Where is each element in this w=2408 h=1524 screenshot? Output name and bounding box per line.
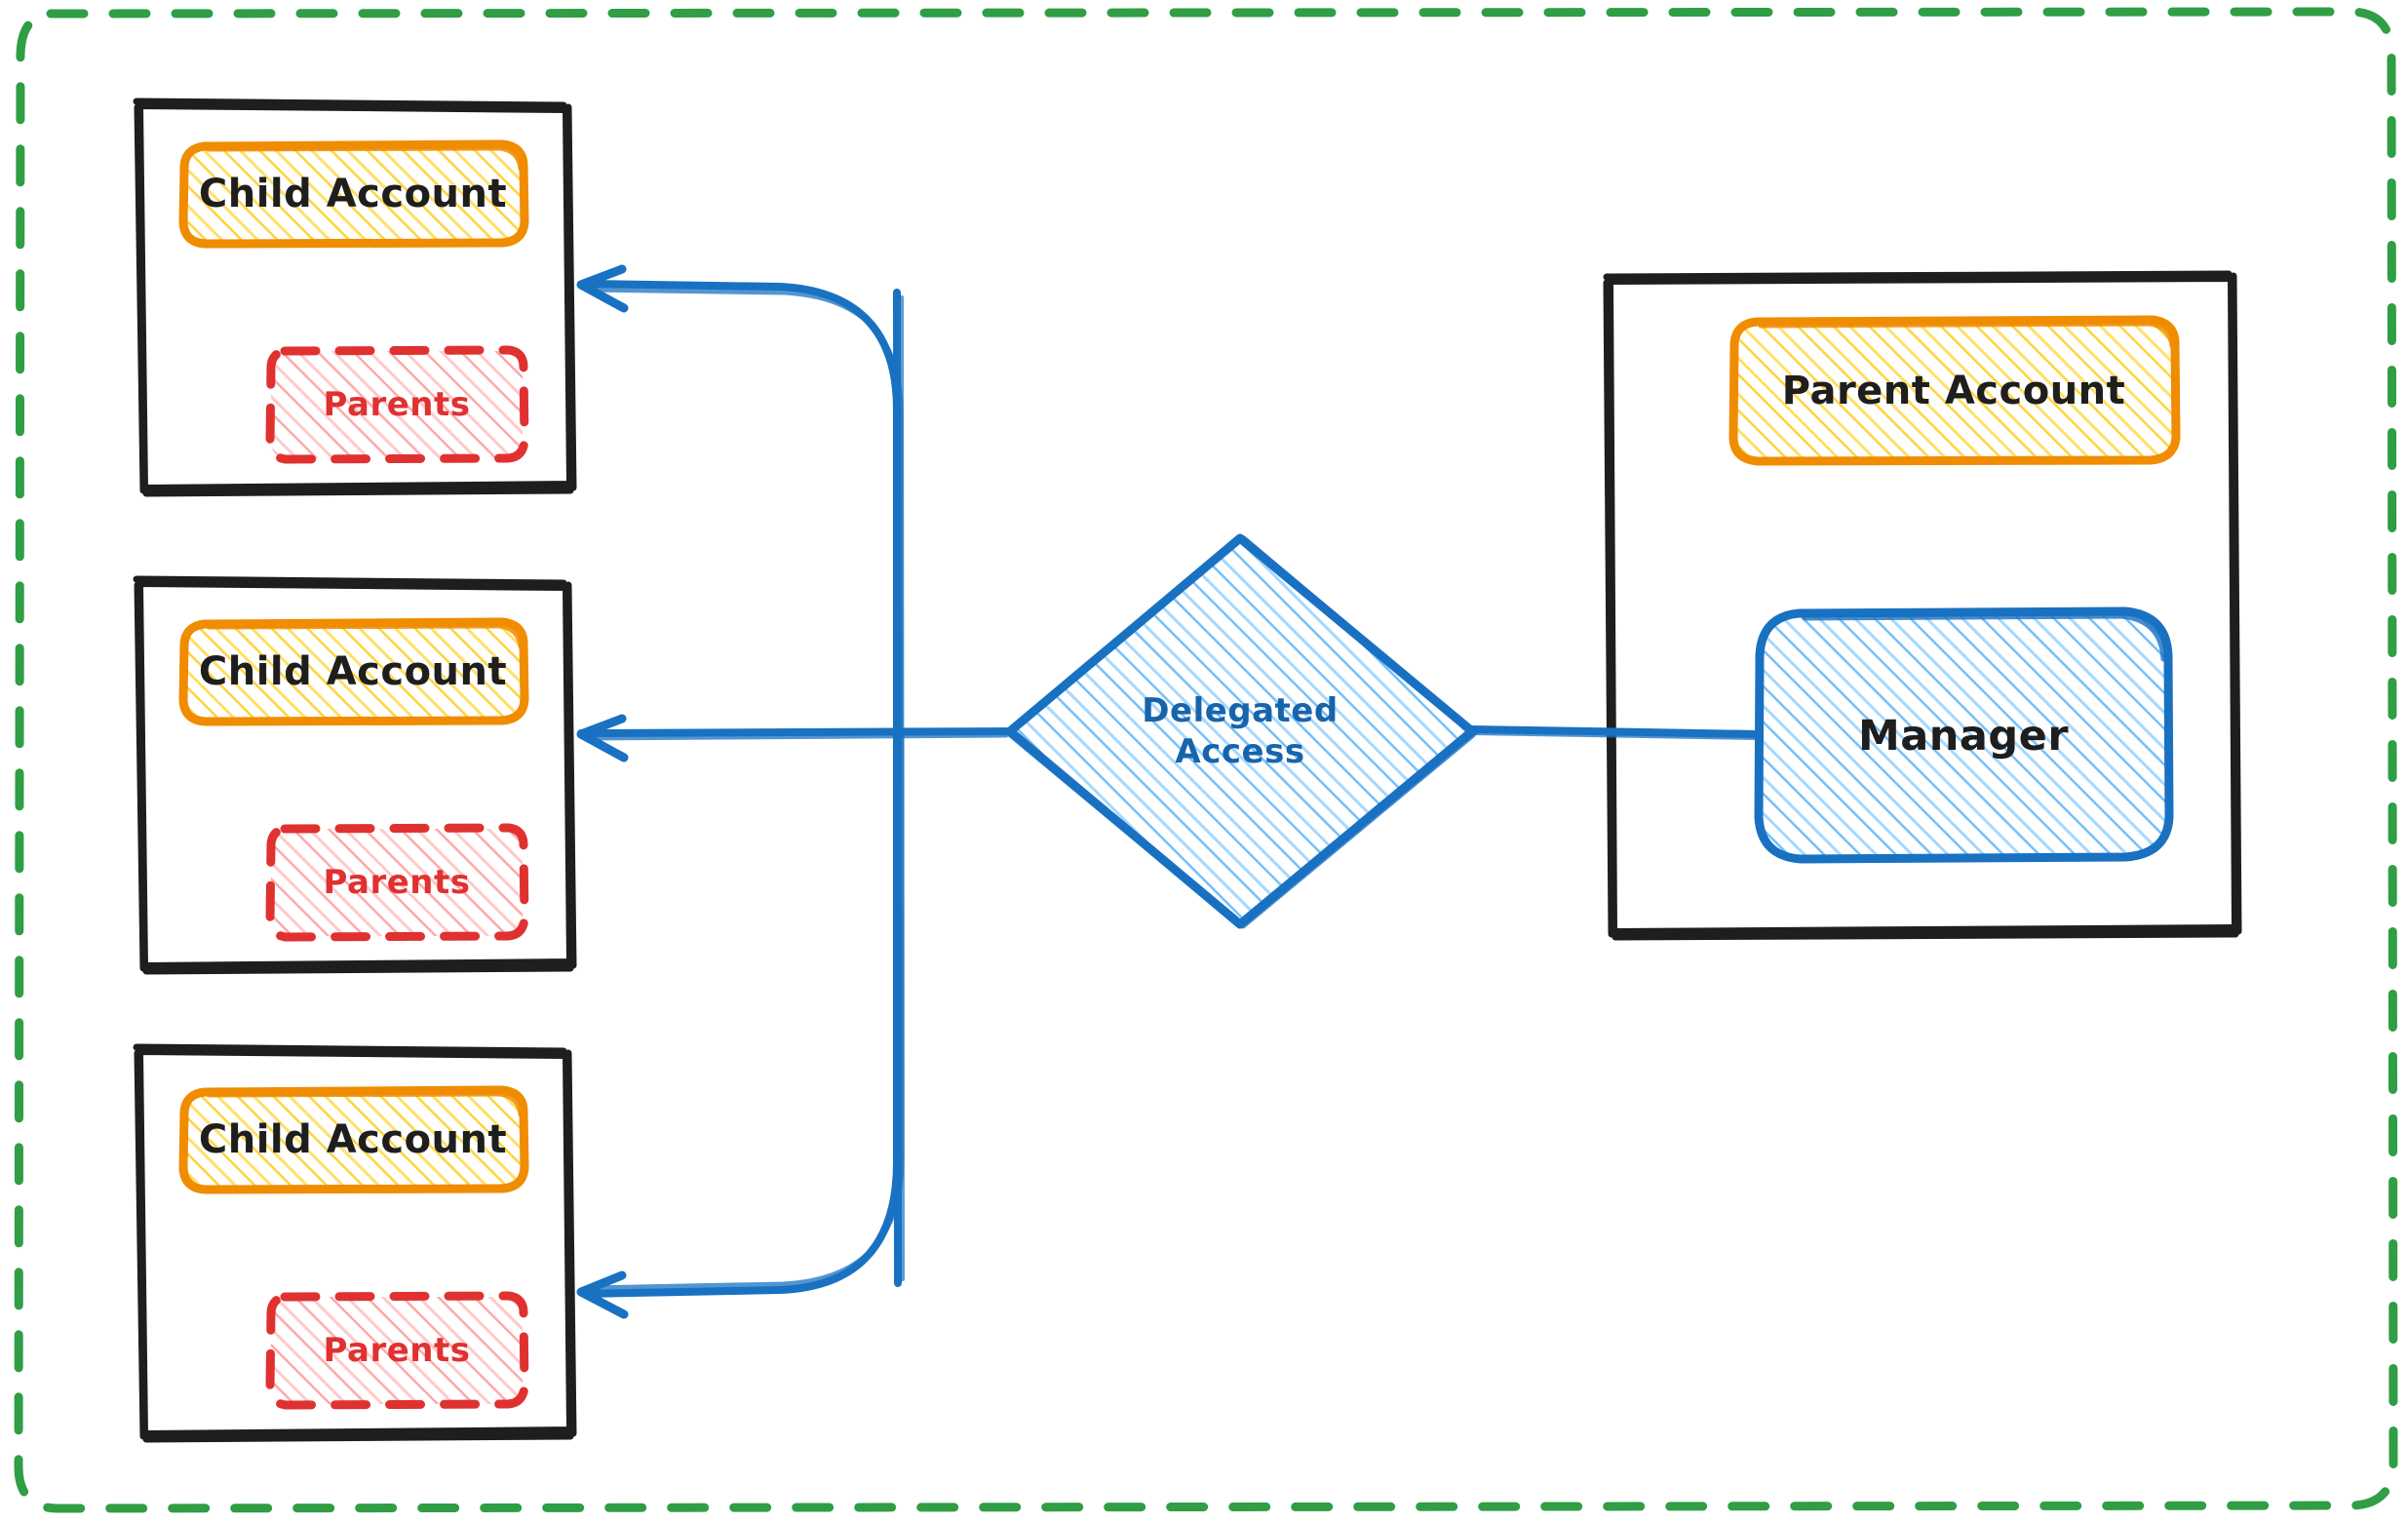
- connector-to-child-1: [576, 264, 904, 735]
- connector-manager-to-delegated: [1468, 725, 1763, 740]
- connector-to-child-2: [576, 714, 1014, 762]
- manager-box: [1754, 606, 2174, 864]
- organization-boundary: [14, 7, 2398, 1513]
- child-panel-3-parents-box: [265, 1291, 529, 1410]
- connector-to-child-3: [576, 727, 905, 1319]
- delegated-access-node: [1005, 533, 1478, 929]
- child-panel-1-account-box: [178, 139, 529, 249]
- child-panel-2-account-box: [178, 617, 529, 726]
- child-panel-1-parents-box: [265, 345, 529, 464]
- child-panel-2-parents-box: [265, 823, 529, 942]
- parent-account-box: [1728, 315, 2181, 466]
- child-panel-3-account-box: [178, 1085, 529, 1194]
